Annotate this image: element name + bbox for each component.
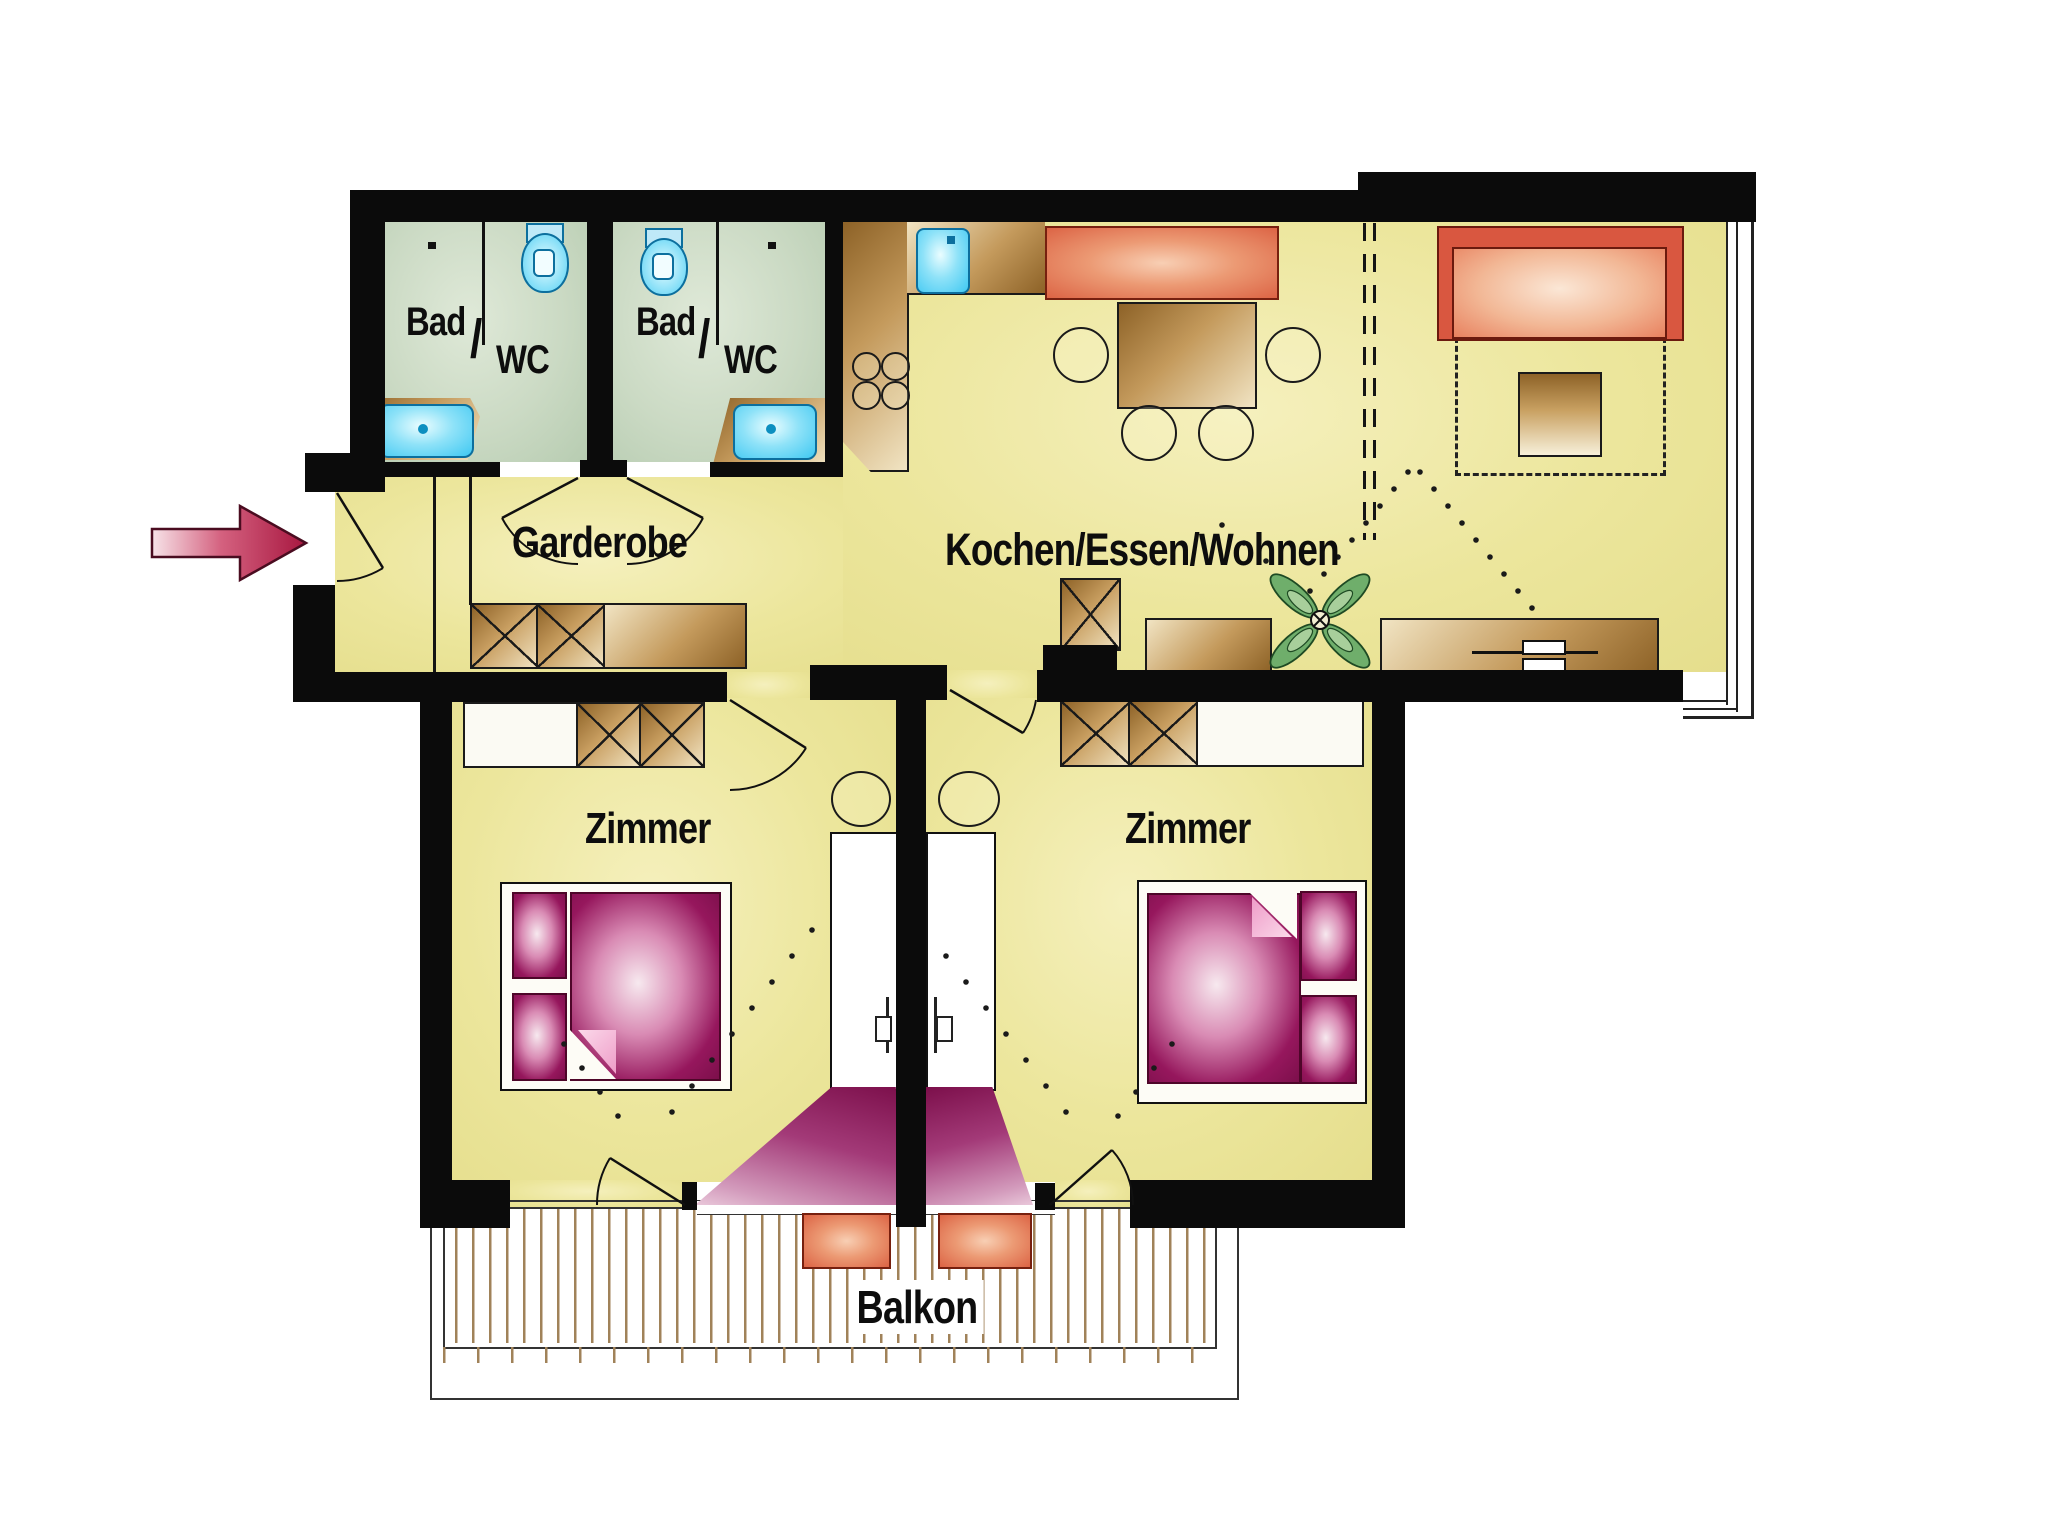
- coffee-table: [1518, 372, 1602, 457]
- window-glass-line-6: [1683, 716, 1754, 719]
- sideboard: [1145, 618, 1272, 674]
- room-label-bath-left: Bad: [406, 300, 466, 344]
- wall-hinge-stub-left: [682, 1182, 697, 1210]
- kitchen-sideboard: [1045, 226, 1279, 300]
- wall-hinge-stub-right: [1035, 1183, 1055, 1210]
- window-handle-icon: [934, 997, 937, 1053]
- nightstand: [512, 993, 567, 1081]
- wardrobe-bedroom-left: [463, 702, 705, 768]
- door-stop-dot-right: [768, 242, 776, 249]
- bay-window-right: [926, 832, 996, 1091]
- wall-between-doors: [810, 665, 947, 700]
- cooktop-burner-icon: [881, 352, 910, 381]
- bay-window-left: [830, 832, 900, 1091]
- sofa: [1437, 226, 1684, 341]
- stool: [831, 771, 891, 827]
- window-glass-line-3: [1751, 222, 1754, 719]
- dining-table: [1117, 302, 1257, 409]
- entry-arrow-icon: [150, 503, 309, 583]
- washbasin-drain-left: [418, 424, 428, 434]
- nightstand: [512, 892, 567, 979]
- wall-bedrooms-left: [420, 698, 452, 1228]
- room-label-living: Kochen/Essen/Wohnen: [945, 524, 1340, 575]
- room-label-bath-right: Bad: [636, 300, 696, 344]
- living-cabinet: [1060, 578, 1121, 651]
- hall-partition-line: [433, 477, 436, 672]
- door-stop-dot-left: [428, 242, 436, 249]
- washbasin-icon: [733, 404, 817, 460]
- wall-living-bottom: [1037, 670, 1683, 702]
- bed-right: [1147, 893, 1301, 1084]
- bed-left: [570, 892, 721, 1081]
- washbasin-drain-right: [766, 424, 776, 434]
- wall-bedroom-right-side: [1372, 698, 1405, 1228]
- window-glass-line-4: [1683, 700, 1728, 702]
- wall-hall-bottom: [293, 672, 727, 702]
- stool: [938, 771, 1000, 827]
- window-glass-line-5: [1683, 708, 1738, 710]
- room-label-bath-left-wc: WC: [496, 338, 550, 382]
- wall-bath2-right: [825, 222, 843, 477]
- wall-bath-bottom-2: [710, 462, 843, 477]
- room-label-bath-right-slash: /: [698, 309, 710, 369]
- wall-bath-bottom-1: [335, 462, 500, 477]
- wall-shaft: [1043, 645, 1117, 702]
- window-handle-icon: [875, 1016, 892, 1042]
- wall-mullion-bay: [896, 688, 926, 1227]
- room-label-bedroom-right: Zimmer: [1125, 804, 1251, 853]
- toilet-icon: [521, 223, 569, 293]
- tv-lowboard: [1380, 618, 1659, 676]
- room-label-balcony: Balkon: [850, 1280, 984, 1334]
- room-label-bath-left-slash: /: [470, 309, 482, 369]
- room-label-bath-right-wc: WC: [724, 338, 778, 382]
- dining-chair: [1198, 405, 1254, 461]
- toilet-icon: [640, 228, 688, 296]
- planter-right: [938, 1213, 1032, 1269]
- dashed-joint-line: [1363, 223, 1366, 540]
- wall-top-step: [1358, 172, 1756, 194]
- wardrobe-bedroom-right: [1060, 700, 1364, 767]
- doorway-floor-left: [727, 672, 810, 702]
- wardrobe-garderobe: [470, 603, 747, 669]
- hall-partition-line: [469, 477, 472, 605]
- cooktop-burner-icon: [852, 352, 881, 381]
- dining-chair: [1053, 327, 1109, 383]
- kitchen-counter-vertical: [843, 222, 909, 472]
- room-label-bedroom-left: Zimmer: [585, 804, 711, 853]
- window-handle-icon: [936, 1016, 953, 1042]
- planter-left: [802, 1213, 891, 1269]
- wall-between-baths: [587, 222, 613, 462]
- nightstand: [1300, 995, 1357, 1084]
- wall-bath-bottom-stub: [580, 460, 627, 477]
- window-glass-line-1: [1726, 222, 1728, 705]
- balcony-decking-ticks: [443, 1347, 1213, 1363]
- nightstand: [1300, 891, 1357, 981]
- wall-bedroom-right-bottom: [1130, 1180, 1405, 1228]
- dining-chair: [1121, 405, 1177, 461]
- cooktop-burner-icon: [852, 381, 881, 410]
- window-glass-line-2: [1736, 222, 1738, 712]
- cooktop-burner-icon: [881, 381, 910, 410]
- room-label-hall: Garderobe: [512, 518, 688, 567]
- shower-partition-left: [482, 222, 485, 345]
- kitchen-faucet-dot: [947, 236, 955, 244]
- kitchen-sink-icon: [916, 228, 970, 294]
- wall-top: [350, 190, 1756, 222]
- shower-partition-right: [716, 222, 719, 345]
- tv-icon: [1522, 640, 1566, 655]
- wall-bedroom-left-bottom: [420, 1180, 510, 1228]
- dashed-joint-line: [1373, 223, 1376, 540]
- wall-left-upper: [350, 190, 385, 462]
- dining-chair: [1265, 327, 1321, 383]
